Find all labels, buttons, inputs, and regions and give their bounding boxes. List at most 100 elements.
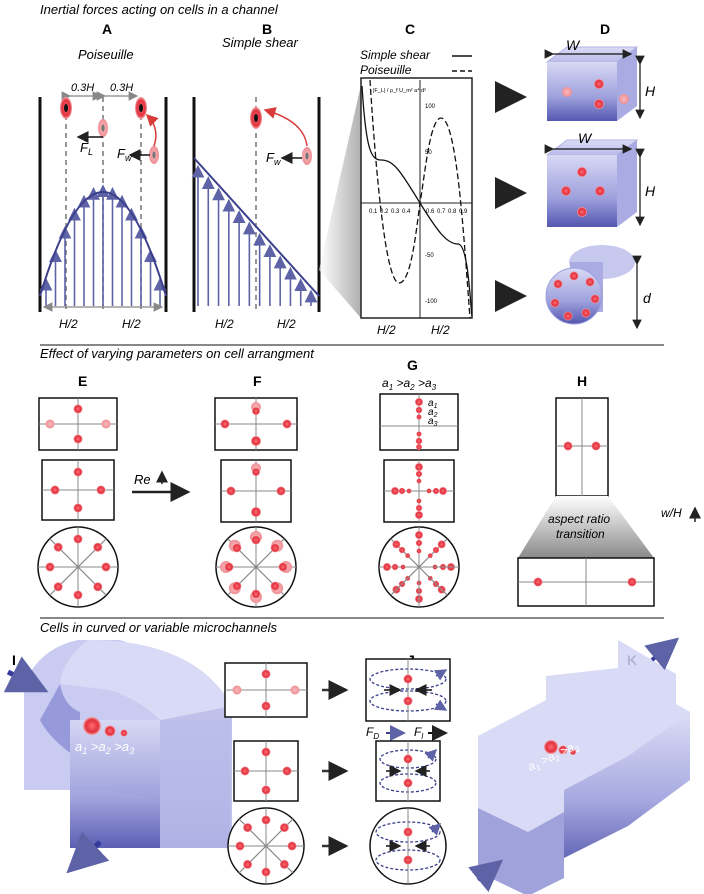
cell <box>232 543 242 553</box>
cell <box>73 467 83 477</box>
cell <box>550 298 560 308</box>
cell <box>403 674 413 684</box>
cell <box>591 441 601 451</box>
half-label-left: H/2 <box>377 323 396 337</box>
zoom-cone <box>319 85 361 318</box>
cell <box>415 437 423 445</box>
y-axis-label: |F_L| / ρ_f U_m² a⁴ d² <box>373 87 426 94</box>
cell <box>220 419 230 429</box>
cell <box>261 867 271 877</box>
cell <box>251 436 261 446</box>
cell <box>416 444 422 450</box>
cell <box>415 463 423 471</box>
a3-label: a3 <box>428 416 438 428</box>
width-label: W <box>578 130 593 146</box>
drag-force-arrow <box>424 748 438 762</box>
cell <box>232 581 242 591</box>
cell-nucleus <box>64 104 68 112</box>
panel-label-e: E <box>78 373 87 389</box>
cell <box>416 498 422 504</box>
panel-label-i: I <box>12 652 16 668</box>
cell <box>261 669 271 679</box>
cell-large <box>544 740 558 754</box>
cell <box>398 546 406 554</box>
expansion-channel-side <box>564 712 690 858</box>
cell <box>287 841 297 851</box>
cell <box>93 542 103 552</box>
cell <box>416 548 422 554</box>
cell <box>224 562 234 572</box>
panel-g: a1 >a2 >a3 a1 a2 a3 <box>378 376 460 608</box>
velocity-arrows <box>191 164 318 306</box>
cell <box>290 685 300 695</box>
expansion-channel-top <box>478 640 690 832</box>
panel-e <box>37 397 119 608</box>
cell <box>437 540 446 549</box>
y-tick: -50 <box>425 253 434 259</box>
half-label-right: H/2 <box>431 323 450 337</box>
cell <box>261 701 271 711</box>
cell <box>45 419 55 429</box>
panel-b-title: Simple shear <box>222 35 299 50</box>
a2-label: a2 <box>428 407 438 419</box>
panel-f <box>214 397 298 608</box>
cell <box>73 590 83 600</box>
half-label-right: H/2 <box>277 317 296 331</box>
cell <box>563 441 573 451</box>
cell <box>627 577 637 587</box>
migration-path <box>145 113 159 147</box>
cell <box>403 754 413 764</box>
channel-box-front <box>547 62 617 121</box>
cell <box>53 582 63 592</box>
cell-nucleus <box>101 124 105 132</box>
panel-label-f: F <box>253 373 262 389</box>
cell <box>279 859 289 869</box>
cell <box>101 562 111 572</box>
cell-small <box>120 729 128 737</box>
fl-label: Fl <box>414 725 423 741</box>
cell <box>426 488 432 494</box>
size-sorted-cells <box>391 463 447 519</box>
cell <box>415 531 423 539</box>
cell <box>276 486 286 496</box>
y-tick: -100 <box>425 299 438 305</box>
cell <box>73 434 83 444</box>
cell <box>405 553 411 559</box>
cell <box>403 696 413 706</box>
spokes <box>379 527 459 607</box>
cell <box>50 485 60 495</box>
cell <box>252 407 260 415</box>
panel-b: Simple shear Fw H/2 H/2 <box>191 35 321 331</box>
cell <box>585 277 595 287</box>
x-tick: 0.3 <box>391 209 400 215</box>
panel-c: Simple shear Poiseuille |F_L| / ρ_f U_m²… <box>319 48 473 337</box>
drag-force-arrow <box>433 699 448 711</box>
half-label-right: H/2 <box>122 317 141 331</box>
cell <box>403 855 413 865</box>
cell <box>594 99 604 109</box>
cell <box>96 485 106 495</box>
cell <box>45 562 55 572</box>
cell <box>279 823 289 833</box>
fw-label: Fw <box>117 146 132 163</box>
cell <box>243 823 253 833</box>
cell <box>427 553 433 559</box>
panel-label-d: D <box>600 21 610 37</box>
cell <box>416 431 422 437</box>
cell <box>533 577 543 587</box>
cell <box>416 478 422 484</box>
aspect-transition-shape <box>518 496 654 558</box>
x-tick: 0.6 <box>426 209 435 215</box>
cell <box>415 539 423 547</box>
cell <box>432 487 440 495</box>
cell <box>73 534 83 544</box>
linear-profile <box>193 157 320 297</box>
drag-force-arrow <box>433 669 448 681</box>
cell <box>415 504 423 512</box>
panel-h: aspect ratio transition w/H <box>517 397 701 607</box>
cell <box>415 398 423 406</box>
x-tick: 0.2 <box>380 209 389 215</box>
cell <box>282 766 292 776</box>
cell <box>391 487 399 495</box>
legend-shear: Simple shear <box>360 48 431 62</box>
